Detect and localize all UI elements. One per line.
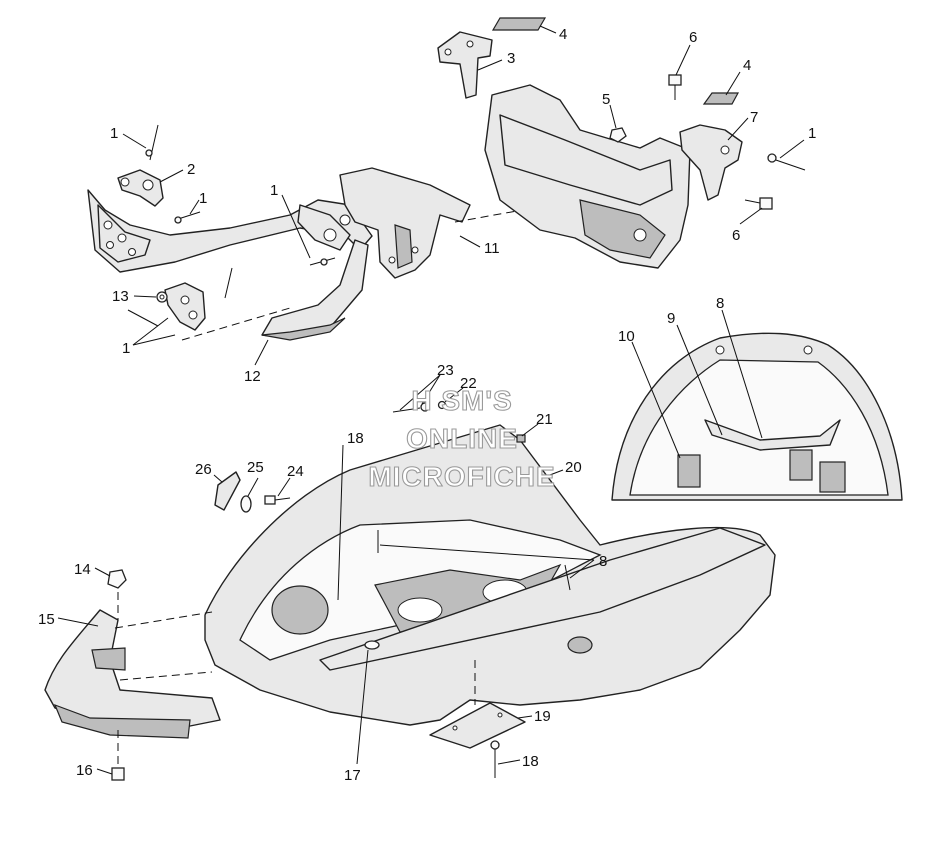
washer-13 [156, 291, 168, 303]
callout-6: 6 [732, 227, 740, 244]
callout-22: 22 [460, 375, 477, 392]
bulkhead-11 [339, 167, 471, 279]
callout-4: 4 [559, 26, 567, 43]
callout-8: 8 [716, 295, 724, 312]
bolt-6b [744, 197, 773, 210]
callout-19: 19 [534, 708, 551, 725]
callout-12: 12 [244, 368, 261, 385]
decal-4b [702, 92, 740, 105]
callout-5: 5 [602, 91, 610, 108]
grommet-21 [516, 434, 526, 443]
rear-frame-assembly [484, 84, 691, 269]
callout-26: 26 [195, 461, 212, 478]
callout-8: 8 [599, 553, 607, 570]
washer-25 [240, 495, 252, 513]
callout-1: 1 [110, 125, 118, 142]
callout-1: 1 [199, 190, 207, 207]
callout-14: 14 [74, 561, 91, 578]
callout-1: 1 [122, 340, 130, 357]
bracket-7 [679, 124, 743, 201]
watermark: H SM'S ONLINE MICROFICHE [368, 384, 555, 492]
callout-20: 20 [565, 459, 582, 476]
bolt-1e [767, 153, 806, 171]
watermark-line-1: H SM'S [411, 385, 512, 416]
bolt-1a [145, 124, 159, 161]
watermark-line-2: ONLINE [406, 423, 518, 454]
callout-1: 1 [808, 125, 816, 142]
strut-12 [261, 239, 369, 341]
hood-20 [204, 424, 776, 726]
callout-24: 24 [287, 463, 304, 480]
callout-17: 17 [344, 767, 361, 784]
bolt-1c [309, 257, 336, 266]
screw-24 [264, 495, 291, 505]
inset-view [611, 332, 903, 501]
skid-plate-19 [429, 702, 526, 749]
bolt-6a [668, 74, 682, 100]
callout-labels: 1 2 1 1 11 13 1 12 3 4 6 4 5 7 1 6 10 9 … [38, 26, 816, 784]
bracket-3 [437, 31, 493, 99]
bolt-18b [490, 740, 500, 778]
callout-9: 9 [667, 310, 675, 327]
callout-4: 4 [743, 57, 751, 74]
callout-1: 1 [270, 182, 278, 199]
bracket-2 [117, 169, 164, 207]
callout-6: 6 [689, 29, 697, 46]
callout-23: 23 [437, 362, 454, 379]
callout-13: 13 [112, 288, 129, 305]
callout-7: 7 [750, 109, 758, 126]
plug-17 [364, 640, 380, 650]
nut-14 [107, 569, 127, 589]
callout-15: 15 [38, 611, 55, 628]
callout-18: 18 [347, 430, 364, 447]
bracket-13 [164, 282, 206, 331]
fasteners-22-23 [392, 400, 447, 413]
rivet-8 [377, 530, 571, 591]
leader-lines [57, 25, 805, 775]
bolt-1d [127, 267, 233, 327]
callout-2: 2 [187, 161, 195, 178]
bolt-18a [337, 444, 344, 601]
callout-11: 11 [484, 240, 500, 257]
watermark-line-3: MICROFICHE [368, 461, 555, 492]
callout-10: 10 [618, 328, 635, 345]
callout-18: 18 [522, 753, 539, 770]
decal-4a [491, 17, 547, 31]
bolt-16 [111, 767, 125, 781]
bolt-1b [174, 211, 201, 224]
callout-21: 21 [536, 411, 553, 428]
nut-5 [609, 127, 627, 143]
callout-16: 16 [76, 762, 93, 779]
gasket-26 [214, 471, 241, 511]
front-frame-assembly [87, 189, 373, 273]
callout-25: 25 [247, 459, 264, 476]
callout-3: 3 [507, 50, 515, 67]
bumper-15 [44, 609, 221, 739]
